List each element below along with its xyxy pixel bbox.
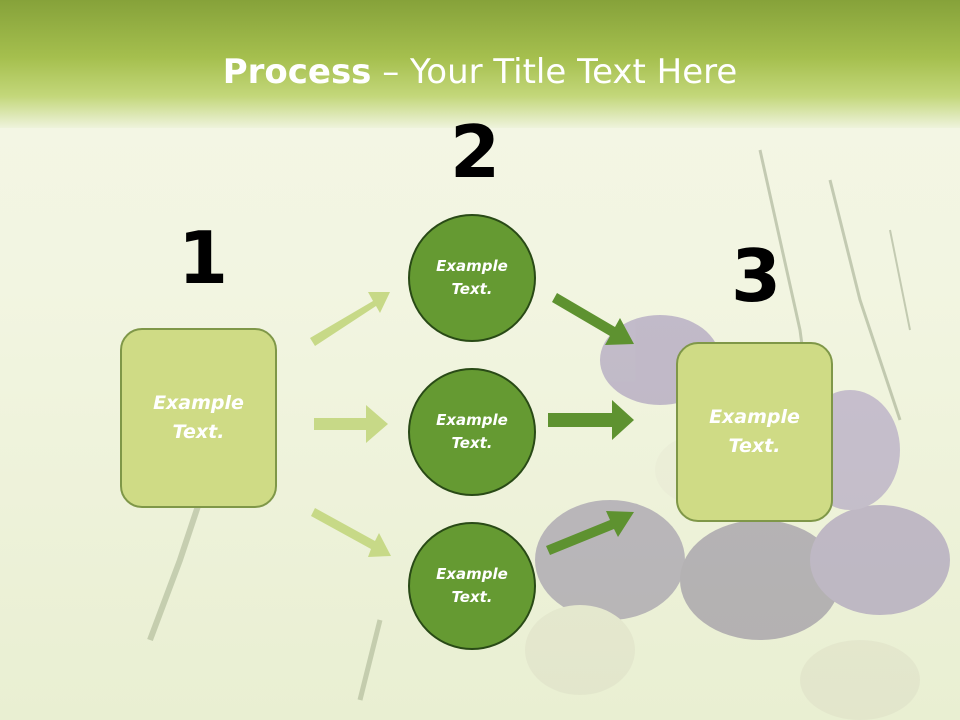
title-bold-text: Process [222, 52, 372, 92]
arrow-to-top-circle [310, 292, 390, 346]
process-circle-bottom: Example Text. [408, 522, 536, 650]
arrow-to-middle-circle [314, 405, 388, 443]
arrow-from-bottom-circle [546, 511, 634, 555]
arrow-from-top-circle [552, 293, 634, 345]
process-circle-top: Example Text. [408, 214, 536, 342]
page-title: Process – Your Title Text Here [0, 52, 960, 92]
title-bar [0, 0, 960, 128]
right-process-box: Example Text. [676, 342, 833, 522]
title-rest-text: – Your Title Text Here [371, 52, 738, 92]
arrow-to-bottom-circle [311, 508, 391, 557]
step-number-2: 2 [450, 110, 501, 194]
arrow-from-middle-circle [548, 400, 634, 440]
left-process-box: Example Text. [120, 328, 277, 508]
step-number-1: 1 [178, 216, 229, 300]
process-circle-middle: Example Text. [408, 368, 536, 496]
step-number-3: 3 [731, 234, 782, 318]
